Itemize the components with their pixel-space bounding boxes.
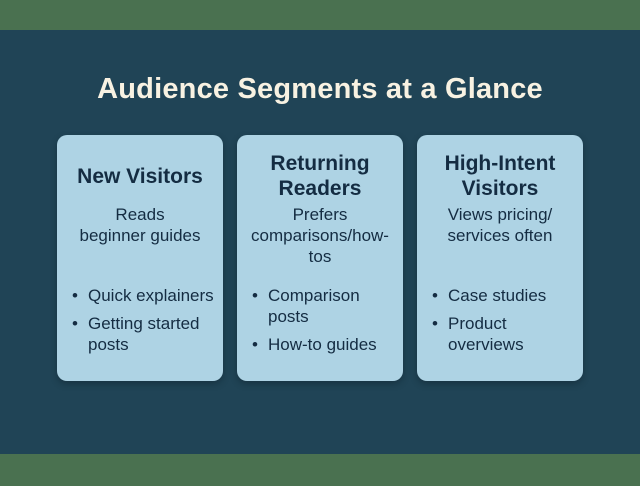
bullet-item: • Product overviews (430, 313, 581, 355)
segment-card-high-intent-visitors: High-Intent Visitors Views pricing/ serv… (417, 135, 583, 381)
bullet-text: Getting started posts (88, 314, 200, 354)
bullet-dot-icon: • (432, 314, 438, 333)
bullet-text: Case studies (448, 286, 547, 305)
card-top-section: New Visitors Reads beginner guides (65, 149, 215, 246)
card-top-section: High-Intent Visitors Views pricing/ serv… (425, 149, 575, 246)
bullet-dot-icon: • (432, 286, 438, 305)
bottom-border-band (0, 454, 640, 486)
bullet-text: How-to guides (268, 335, 377, 354)
card-bullet-list: • Comparison posts • How-to guides (250, 285, 401, 362)
page-title: Audience Segments at a Glance (97, 73, 543, 105)
segment-card-new-visitors: New Visitors Reads beginner guides • Qui… (57, 135, 223, 381)
teal-panel: Audience Segments at a Glance New Visito… (0, 30, 640, 454)
top-border-band (0, 0, 640, 30)
bullet-dot-icon: • (252, 286, 258, 305)
bullet-dot-icon: • (72, 286, 78, 305)
card-heading: New Visitors (77, 164, 203, 188)
card-description: Reads beginner guides (79, 205, 201, 245)
card-heading: High-Intent Visitors (444, 152, 556, 200)
bullet-dot-icon: • (252, 335, 258, 354)
segment-card-returning-readers: Returning Readers Prefers comparisons/ho… (237, 135, 403, 381)
card-bullet-list: • Quick explainers • Getting started pos… (70, 285, 221, 362)
card-description: Prefers comparisons/how- tos (251, 205, 389, 266)
card-bullet-list: • Case studies • Product overviews (430, 285, 581, 362)
bullet-text: Quick explainers (88, 286, 214, 305)
card-heading: Returning Readers (270, 152, 370, 200)
card-description: Views pricing/ services often (447, 205, 553, 245)
bullet-item: • Quick explainers (70, 285, 221, 306)
bullet-text: Product overviews (448, 314, 524, 354)
bullet-item: • Getting started posts (70, 313, 221, 355)
bullet-dot-icon: • (72, 314, 78, 333)
card-top-section: Returning Readers Prefers comparisons/ho… (245, 149, 395, 267)
bullet-item: • How-to guides (250, 334, 401, 355)
bullet-item: • Comparison posts (250, 285, 401, 327)
cards-row: New Visitors Reads beginner guides • Qui… (0, 135, 640, 381)
bullet-text: Comparison posts (268, 286, 360, 326)
bullet-item: • Case studies (430, 285, 581, 306)
